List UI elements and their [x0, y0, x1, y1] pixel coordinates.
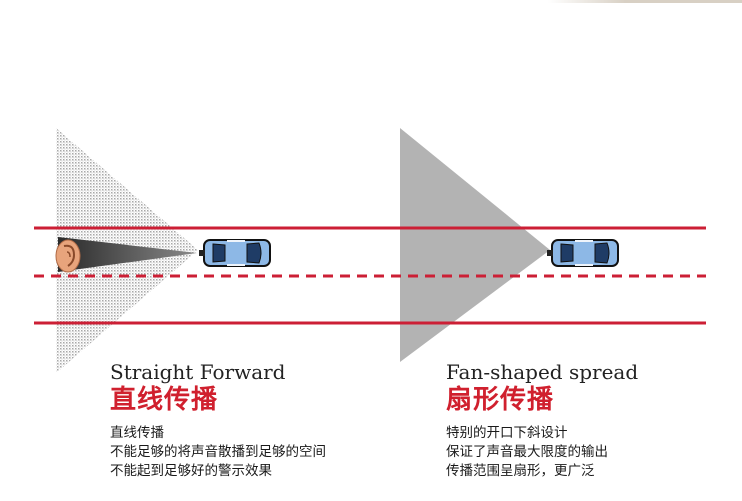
left-chinese-title: 直线传播 — [110, 385, 219, 415]
left-sound-beam — [58, 237, 197, 272]
right-description-line: 保证了声音最大限度的输出 — [446, 444, 608, 460]
left-description-line: 不能足够的将声音散播到足够的空间 — [110, 444, 326, 460]
ear-icon — [55, 239, 81, 273]
right-chinese-title: 扇形传播 — [446, 385, 555, 415]
left-description-line: 直线传播 — [110, 425, 164, 441]
top-decor-line — [548, 0, 742, 3]
right-panel — [400, 128, 550, 362]
right-description-line: 特别的开口下斜设计 — [446, 425, 568, 441]
right-description-line: 传播范围呈扇形，更广泛 — [446, 463, 595, 479]
right-fan-cone — [400, 128, 550, 362]
car-icon — [546, 239, 619, 267]
right-caption: Fan-shaped spread 扇形传播 特别的开口下斜设计 保证了声音最大… — [446, 360, 638, 481]
left-description: 直线传播 不能足够的将声音散播到足够的空间 不能起到足够好的警示效果 — [110, 424, 326, 481]
left-caption: Straight Forward 直线传播 直线传播 不能足够的将声音散播到足够… — [110, 360, 326, 481]
right-description: 特别的开口下斜设计 保证了声音最大限度的输出 传播范围呈扇形，更广泛 — [446, 424, 638, 481]
right-english-title: Fan-shaped spread — [446, 360, 639, 384]
left-english-title: Straight Forward — [110, 360, 286, 384]
car-icon — [198, 239, 271, 267]
road — [34, 226, 706, 325]
left-panel — [55, 128, 198, 373]
left-description-line: 不能起到足够好的警示效果 — [110, 463, 272, 479]
